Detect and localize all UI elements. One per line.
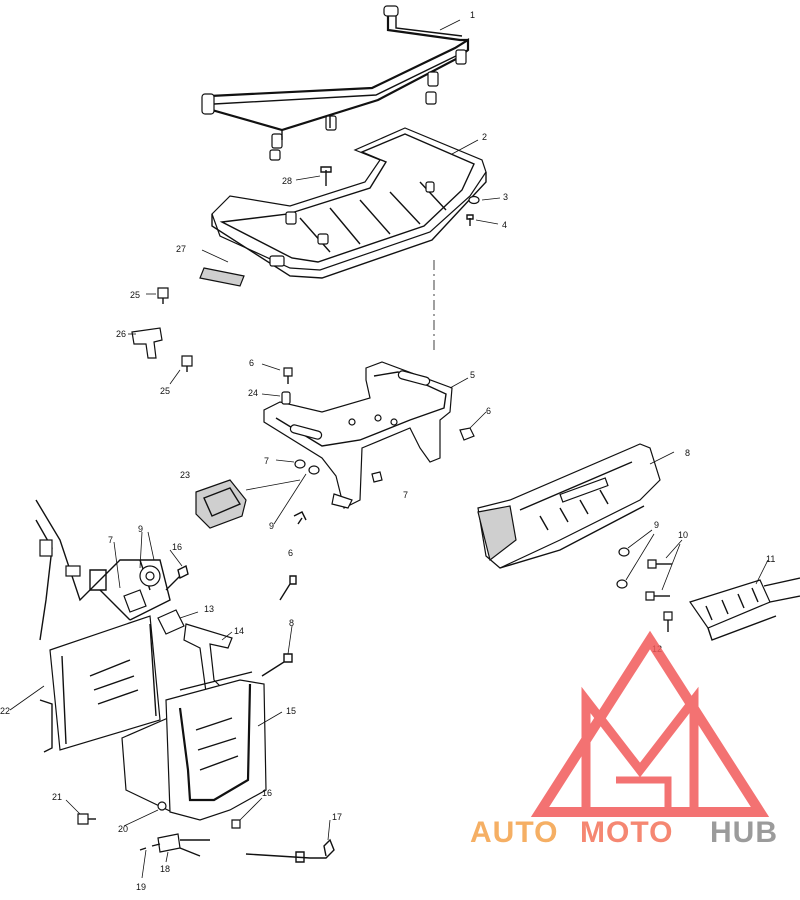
callout-28: 28 <box>282 176 292 186</box>
part-hitch <box>689 577 800 641</box>
callout-7c: 7 <box>108 535 113 545</box>
callout-2: 2 <box>482 132 487 142</box>
callout-7b: 7 <box>403 490 408 500</box>
callout-16b: 16 <box>262 788 272 798</box>
callout-10: 10 <box>678 530 688 540</box>
callout-4: 4 <box>502 220 507 230</box>
watermark-logo: AUTO MOTO HUB <box>470 630 778 849</box>
callout-7a: 7 <box>264 456 269 466</box>
callout-20: 20 <box>118 824 128 834</box>
callout-numbers: 1 2 3 4 5 6 6 6 7 7 7 8 8 9 9 9 10 11 12… <box>0 10 775 892</box>
part-label-plate <box>199 267 245 287</box>
callout-3: 3 <box>503 192 508 202</box>
callout-6b: 6 <box>486 406 491 416</box>
callout-15: 15 <box>286 706 296 716</box>
callout-9b: 9 <box>654 520 659 530</box>
part-rack-tray <box>211 127 487 279</box>
callout-8a: 8 <box>685 448 690 458</box>
watermark-word-moto: MOTO <box>580 816 673 849</box>
part-chassis <box>35 499 171 753</box>
callout-19: 19 <box>136 882 146 892</box>
callout-6c: 6 <box>288 548 293 558</box>
callout-9c: 9 <box>138 524 143 534</box>
part-tail-light <box>195 479 301 529</box>
callout-9a: 9 <box>269 521 274 531</box>
part-carrier-frame <box>263 361 453 509</box>
callout-25a: 25 <box>130 290 140 300</box>
callout-25b: 25 <box>160 386 170 396</box>
part-rear-bumper <box>477 443 661 569</box>
callout-21: 21 <box>52 792 62 802</box>
callout-27: 27 <box>176 244 186 254</box>
callout-24: 24 <box>248 388 258 398</box>
callout-14: 14 <box>234 626 244 636</box>
callout-23: 23 <box>180 470 190 480</box>
callout-1: 1 <box>470 10 475 20</box>
watermark-triangle-mark <box>530 630 770 817</box>
callout-5: 5 <box>470 370 475 380</box>
part-bumper-bolts <box>616 547 673 632</box>
callout-26: 26 <box>116 329 126 339</box>
part-hardware-top <box>320 166 480 226</box>
part-frame-hardware <box>281 367 475 525</box>
callout-17: 17 <box>332 812 342 822</box>
leader-lines <box>9 19 769 879</box>
callout-22: 22 <box>0 706 10 716</box>
part-lower-guard <box>77 564 297 857</box>
watermark-word-auto: AUTO <box>470 816 558 849</box>
part-cable <box>245 838 335 863</box>
callout-18: 18 <box>160 864 170 874</box>
part-rack-rail <box>201 5 470 161</box>
watermark-word-hub: HUB <box>710 816 778 849</box>
callout-8b: 8 <box>289 618 294 628</box>
callout-6a: 6 <box>249 358 254 368</box>
callout-13: 13 <box>204 604 214 614</box>
callout-16a: 16 <box>172 542 182 552</box>
part-left-bracket <box>131 287 193 372</box>
callout-11: 11 <box>766 554 775 564</box>
